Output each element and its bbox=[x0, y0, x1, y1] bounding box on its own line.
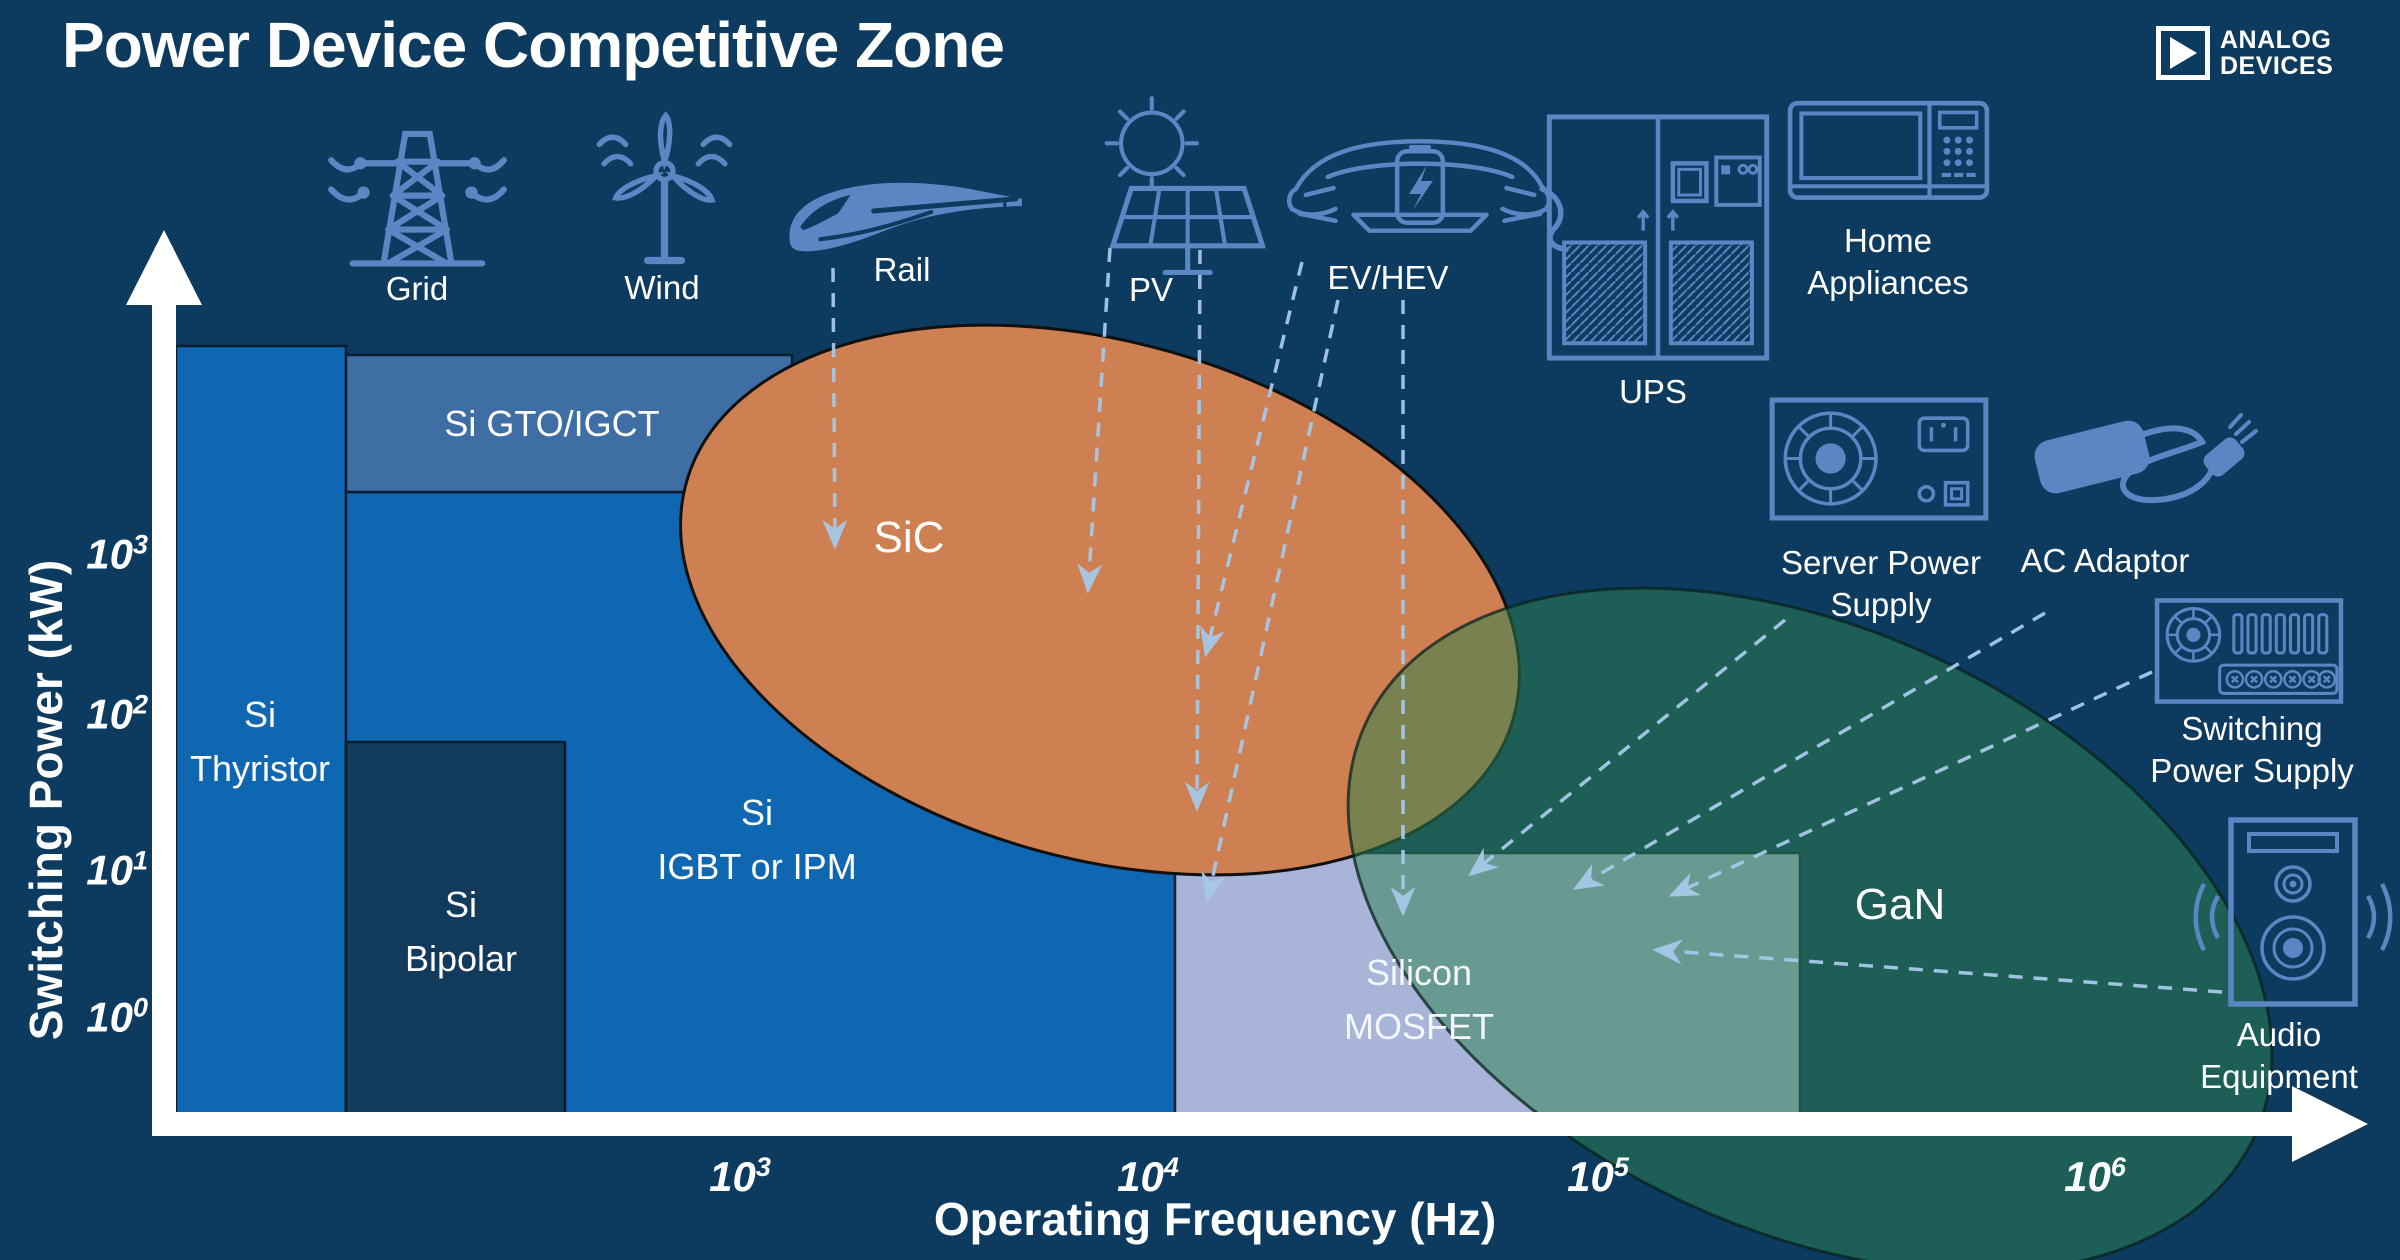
arrow-pv-to-mosfet bbox=[1184, 249, 1210, 812]
y-tick-1e1: 101 bbox=[86, 845, 148, 894]
x-axis-arrowhead bbox=[2292, 1086, 2368, 1162]
label-sic: SiC bbox=[873, 513, 945, 562]
arrow-ev-to-mosfet-1 bbox=[1201, 299, 1340, 903]
arrow-pv-to-sic bbox=[1077, 247, 1112, 594]
callout-arrows bbox=[822, 247, 2223, 994]
audio-equipment-icon bbox=[2193, 812, 2400, 1012]
region-si-bipolar bbox=[344, 740, 567, 1136]
y-axis-title: Switching Power (kW) bbox=[20, 559, 72, 1041]
pv-icon bbox=[1078, 90, 1283, 295]
arrow-switching-ps-to-gan bbox=[1668, 670, 2153, 897]
label-rail: Rail bbox=[873, 251, 931, 289]
label-grid: Grid bbox=[385, 270, 449, 308]
y-axis-arrowhead bbox=[126, 230, 202, 305]
wind-icon bbox=[592, 108, 737, 268]
ac-adaptor-icon bbox=[2028, 400, 2258, 535]
label-ups: UPS bbox=[1619, 373, 1687, 411]
grid-icon bbox=[325, 112, 510, 270]
switching-power-supply-icon bbox=[2153, 596, 2345, 706]
arrow-ac-adaptor-to-gan bbox=[1572, 611, 2046, 890]
label-ac-adaptor: AC Adaptor bbox=[2020, 542, 2190, 580]
label-si-gto-igct: Si GTO/IGCT bbox=[444, 403, 660, 444]
home-appliances-icon bbox=[1786, 98, 1991, 213]
y-tick-1e3: 103 bbox=[86, 529, 148, 578]
x-tick-1e6: 106 bbox=[2064, 1152, 2126, 1200]
x-tick-1e4: 104 bbox=[1117, 1152, 1179, 1200]
server-power-supply-icon bbox=[1768, 396, 1990, 522]
label-pv: PV bbox=[1128, 271, 1174, 309]
axes bbox=[126, 230, 2368, 1162]
x-axis-title: Operating Frequency (Hz) bbox=[933, 1193, 1497, 1245]
arrow-audio-to-gan bbox=[1652, 939, 2223, 994]
adi-triangle-icon bbox=[2156, 26, 2210, 80]
arrow-ev-to-sic bbox=[1200, 261, 1304, 658]
analog-devices-logo: ANALOG DEVICES bbox=[2156, 26, 2333, 80]
y-tick-1e0: 100 bbox=[86, 992, 148, 1041]
page-title: Power Device Competitive Zone bbox=[62, 9, 1005, 81]
x-tick-1e5: 105 bbox=[1567, 1152, 1629, 1200]
rail-icon bbox=[778, 150, 1030, 272]
x-axis-line bbox=[152, 1112, 2294, 1136]
adi-logo-text: ANALOG DEVICES bbox=[2220, 26, 2334, 80]
label-ev-hev: EV/HEV bbox=[1327, 259, 1449, 297]
ev-hev-icon bbox=[1276, 116, 1569, 258]
region-si-thyristor bbox=[174, 344, 348, 1136]
ups-icon bbox=[1544, 112, 1772, 364]
y-axis-line bbox=[152, 300, 176, 1136]
label-wind: Wind bbox=[624, 269, 700, 307]
region-gan-ellipse bbox=[1346, 586, 2274, 1260]
label-gan: GaN bbox=[1854, 880, 1946, 929]
y-tick-1e2: 102 bbox=[86, 689, 148, 738]
x-tick-1e3: 103 bbox=[709, 1152, 771, 1200]
arrow-server-to-gan bbox=[1468, 618, 1787, 877]
arrow-rail-to-sic bbox=[822, 267, 848, 550]
